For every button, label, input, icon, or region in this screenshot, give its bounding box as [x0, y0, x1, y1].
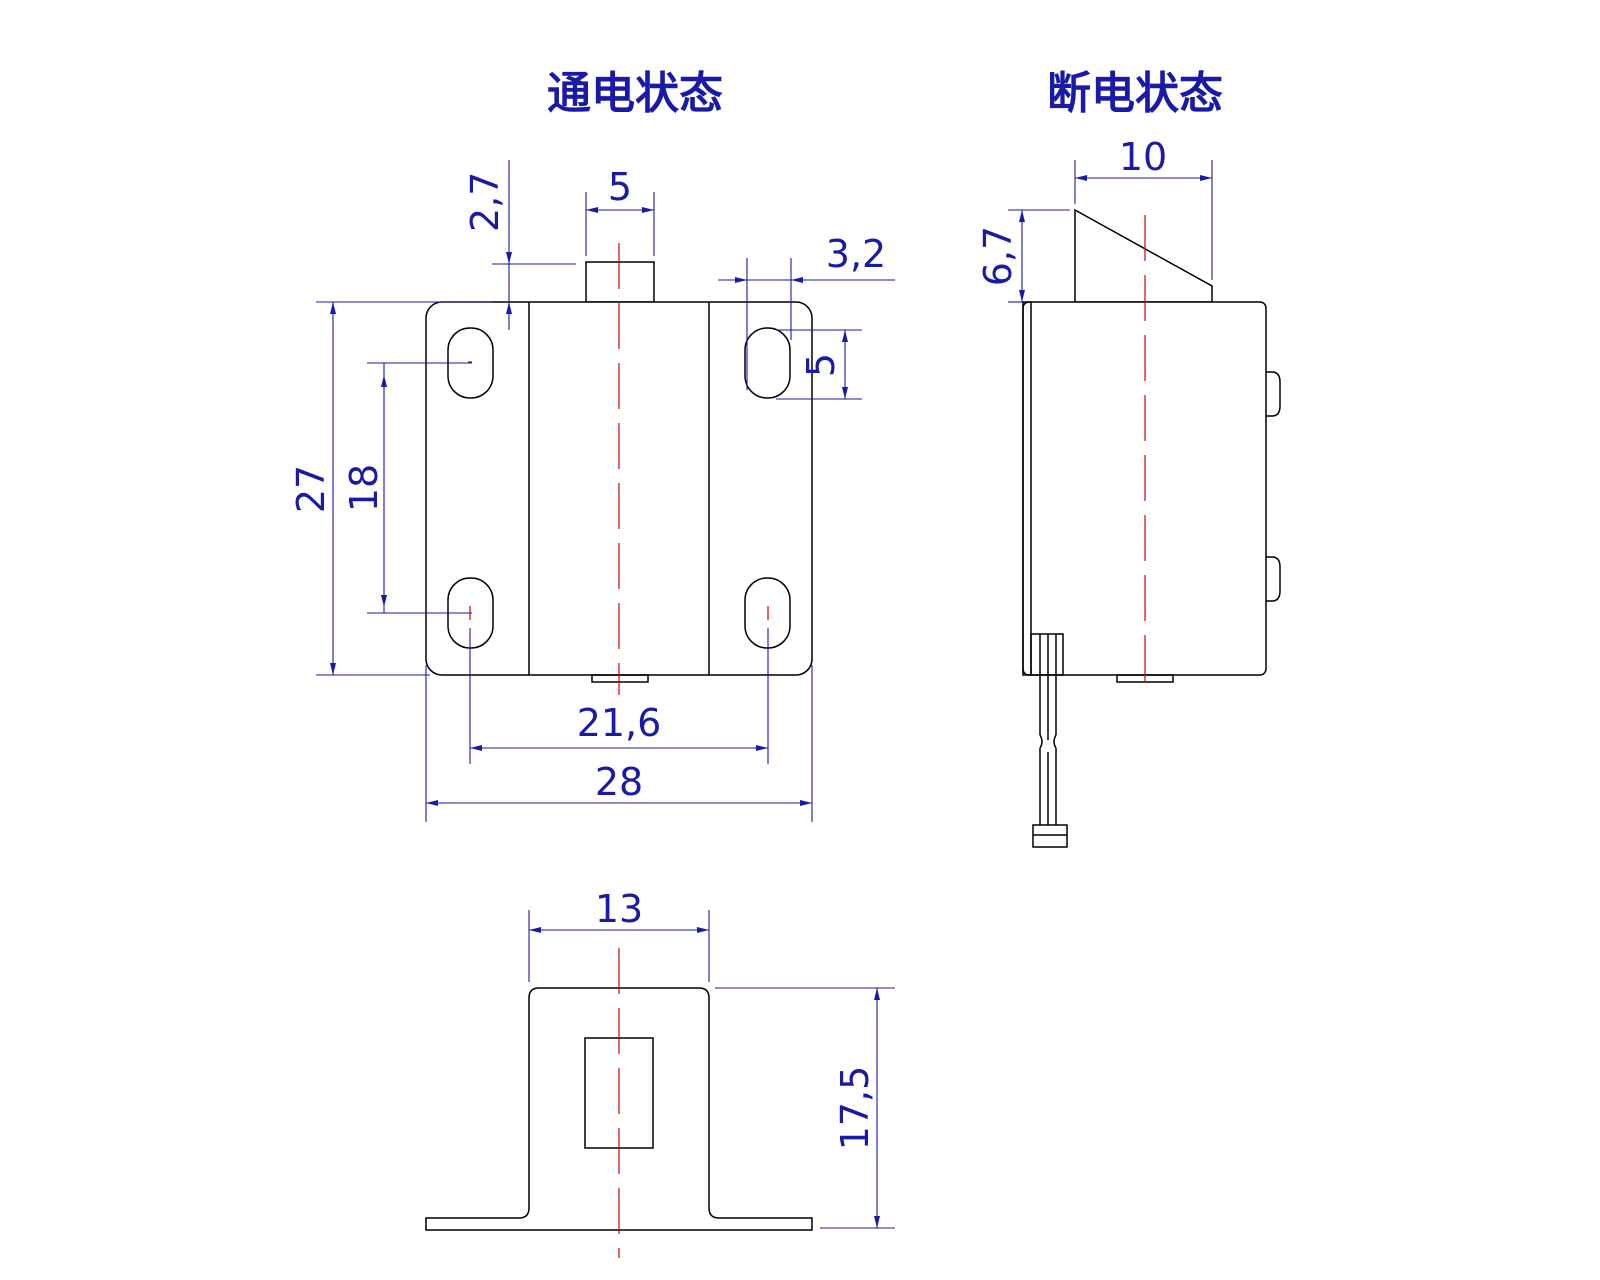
dim-slot-height: 5: [799, 353, 843, 377]
dim-bottom-height: 17,5: [833, 1066, 877, 1151]
side-view: [1022, 208, 1281, 848]
front-dimensions: 2,7 5 3,2 5 27 18: [289, 160, 895, 822]
bottom-dimensions: 13 17,5: [528, 887, 895, 1229]
dim-plunger-width: 5: [608, 165, 632, 209]
side-bump-top: [1266, 371, 1281, 417]
dim-body-height: 27: [289, 465, 333, 513]
front-view: [425, 243, 813, 695]
title-unpowered: 断电状态: [1047, 68, 1223, 119]
dim-latch-length: 10: [1119, 135, 1167, 179]
dim-hole-spacing-vertical: 18: [342, 464, 386, 512]
side-bump-bottom: [1266, 556, 1281, 602]
dim-body-width: 28: [595, 760, 643, 804]
wire-connector: [1030, 633, 1064, 676]
slot-top-right: [744, 327, 791, 399]
side-dimensions: 10 6,7: [976, 135, 1213, 303]
dim-bottom-width: 13: [595, 887, 643, 931]
bracket-profile: [425, 987, 813, 1231]
latch-wedge: [1074, 208, 1213, 303]
title-powered: 通电状态: [547, 68, 723, 119]
dim-slot-width: 3,2: [826, 232, 886, 276]
dim-latch-height: 6,7: [976, 226, 1020, 286]
wire-plug: [1032, 824, 1068, 848]
wire-bundle: [1039, 675, 1057, 825]
plunger-top: [585, 261, 655, 303]
plunger-bottom: [591, 674, 649, 683]
mounting-plate: [1022, 301, 1032, 676]
dim-hole-spacing-horizontal: 21,6: [577, 701, 662, 745]
bottom-view: [425, 948, 813, 1258]
dim-plunger-protrusion: 2,7: [463, 172, 507, 232]
